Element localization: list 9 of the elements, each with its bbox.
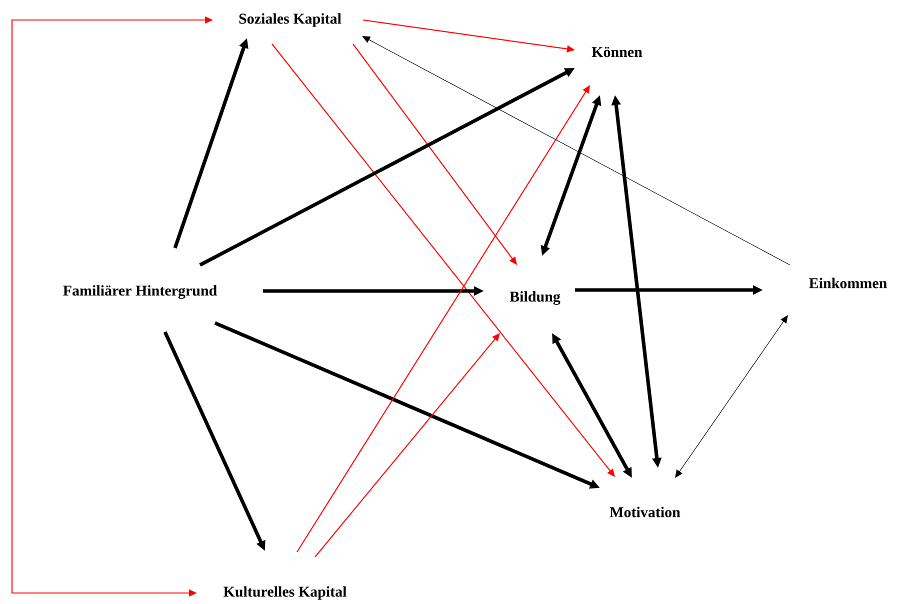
node-label: Soziales Kapital <box>239 13 342 27</box>
node-label: Können <box>592 46 642 58</box>
node-label: Kulturelles Kapital <box>224 586 346 600</box>
arrow <box>362 36 790 266</box>
node-label: Bildung <box>510 291 560 305</box>
node-label: Familiärer Hintergrund <box>63 285 217 299</box>
node-label: Einkommen <box>809 278 887 288</box>
arrow <box>675 315 788 478</box>
node-label: Motivation <box>610 506 680 518</box>
